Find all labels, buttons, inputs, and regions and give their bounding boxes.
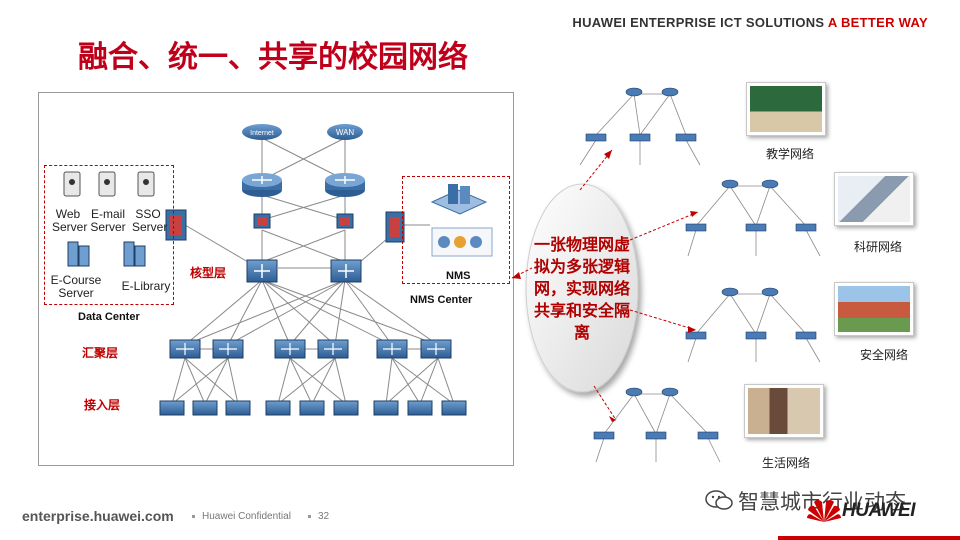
access-switch-icon xyxy=(299,400,325,416)
logical-network-topologies xyxy=(579,93,821,463)
network-topology-teaching xyxy=(579,93,701,166)
web-server-icon xyxy=(63,171,81,197)
data-center-box xyxy=(44,165,174,305)
access-switch-icon xyxy=(192,400,218,416)
access-switch-icon xyxy=(159,400,185,416)
footer-website: enterprise.huawei.com xyxy=(22,508,174,524)
teaching-network-label: 教学网络 xyxy=(766,147,815,161)
arrow-heads xyxy=(512,150,698,422)
access-switch-icon xyxy=(407,400,433,416)
tagline-main: HUAWEI ENTERPRISE ICT SOLUTIONS xyxy=(572,15,825,30)
nms-center-label: NMS Center xyxy=(410,294,473,306)
elibrary-label: E-Library xyxy=(121,279,171,293)
research-photo xyxy=(834,172,914,226)
huawei-logo-icon xyxy=(807,500,841,522)
tagline-accent: A BETTER WAY xyxy=(827,15,928,30)
sso-server-label: SSO Server xyxy=(132,207,168,234)
slide-title: 融合、统一、共享的校园网络 xyxy=(78,40,468,75)
header-tagline: HUAWEI ENTERPRISE ICT SOLUTIONS A BETTER… xyxy=(572,15,928,30)
footer-page-number: 32 xyxy=(318,511,330,522)
aggregation-switch-icon xyxy=(376,339,408,359)
access-layer-label: 接入层 xyxy=(84,398,121,412)
router-icon xyxy=(242,173,282,197)
nms-dashboard-icon xyxy=(431,227,493,257)
footer-separator xyxy=(192,515,195,518)
web-server-label: Web Server xyxy=(52,207,88,234)
wechat-icon xyxy=(705,490,733,510)
footer-red-bar xyxy=(778,536,960,540)
aggregation-switch-icon xyxy=(169,339,201,359)
huawei-brand-text: HUAWEI xyxy=(842,500,916,521)
security-photo xyxy=(834,282,914,336)
firewall-icon xyxy=(385,211,405,243)
firewall-icon xyxy=(253,213,271,229)
aggregation-switch-icon xyxy=(274,339,306,359)
access-switch-icon xyxy=(333,400,359,416)
internet-label: Internet xyxy=(250,130,274,137)
access-switch-icon xyxy=(373,400,399,416)
email-server-icon xyxy=(98,171,116,197)
aggregation-switch-icon xyxy=(420,339,452,359)
network-topology-security xyxy=(687,293,821,363)
data-center-title: Data Center xyxy=(78,311,140,323)
router-icon xyxy=(325,173,365,197)
core-layer-label: 核型层 xyxy=(190,266,227,280)
topology-panel xyxy=(38,92,514,466)
living-network-label: 生活网络 xyxy=(762,456,811,470)
nms-server-icon xyxy=(430,184,488,215)
wan-label: WAN xyxy=(336,128,355,137)
access-links xyxy=(171,348,455,405)
internet-cloud-icon: Internet xyxy=(242,124,282,140)
firewall-icon xyxy=(336,213,354,229)
core-switch-icon xyxy=(246,259,278,283)
virtualization-ellipse xyxy=(525,183,639,393)
ecourse-server-label: E-Course Server xyxy=(50,273,102,300)
server-icons xyxy=(63,171,155,267)
nms-label: NMS xyxy=(446,270,471,282)
virtualization-text: 一张物理网虚拟为多张逻辑网，实现网络共享和安全隔离 xyxy=(533,235,630,342)
aggregation-layer-label: 汇聚层 xyxy=(82,346,119,360)
core-switch-icon xyxy=(330,259,362,283)
footer-confidential: Huawei Confidential xyxy=(202,511,291,522)
teaching-photo xyxy=(746,82,826,136)
network-topology-research xyxy=(687,185,821,257)
aggregation-switch-icon xyxy=(212,339,244,359)
ecourse-server-icon xyxy=(67,241,90,267)
access-switch-icon xyxy=(265,400,291,416)
living-photo xyxy=(744,384,824,438)
email-server-label: E-mail Server xyxy=(90,207,126,234)
footer-separator xyxy=(308,515,311,518)
network-topology-living xyxy=(595,393,721,463)
access-switches xyxy=(159,400,467,416)
nms-center-box xyxy=(402,176,510,284)
sso-server-icon xyxy=(137,171,155,197)
access-switch-icon xyxy=(225,400,251,416)
wan-cloud-icon: WAN xyxy=(327,124,363,140)
aggregation-switch-icon xyxy=(317,339,349,359)
logical-network-nodes xyxy=(585,87,817,440)
security-network-label: 安全网络 xyxy=(860,348,909,362)
research-network-label: 科研网络 xyxy=(854,240,903,254)
aggregation-switches xyxy=(169,339,452,359)
access-switch-icon xyxy=(441,400,467,416)
elibrary-server-icon xyxy=(123,241,146,267)
